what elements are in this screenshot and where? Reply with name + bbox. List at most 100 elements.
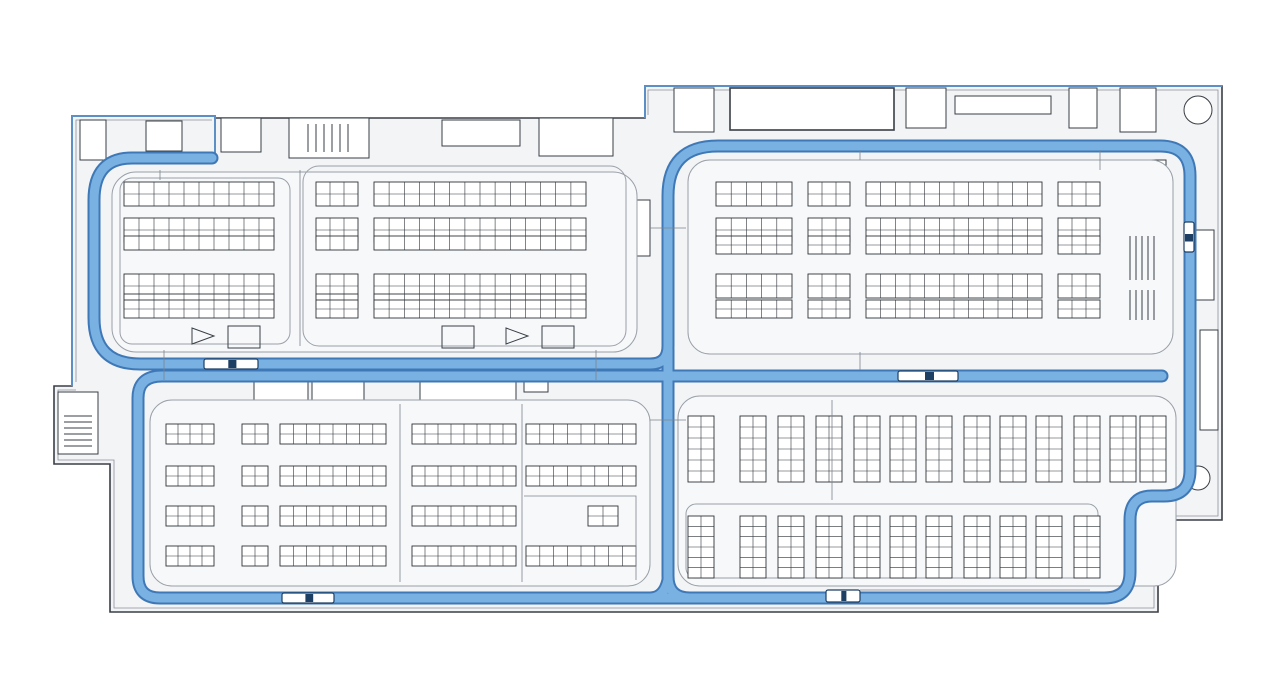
rack-se-top-4 bbox=[853, 415, 881, 483]
room-ne-office-1 bbox=[905, 87, 947, 129]
guide-lines bbox=[159, 150, 1101, 591]
room-ne-office-3 bbox=[1068, 87, 1098, 129]
rack-sw-c-3 bbox=[279, 545, 387, 567]
rack-sw-e-3 bbox=[525, 545, 637, 567]
rack-ne-a2-0 bbox=[715, 235, 793, 255]
guide-north-east bbox=[859, 150, 1101, 370]
rack-ne-b-0 bbox=[807, 181, 851, 207]
dock-marker-2 bbox=[505, 327, 530, 345]
rack-sw-d-3 bbox=[411, 545, 517, 567]
rack-se-bot-0 bbox=[687, 515, 715, 579]
room-west-2 bbox=[79, 119, 107, 161]
agv-vehicle-icon-4 bbox=[825, 589, 861, 603]
dock-marker-1 bbox=[191, 327, 216, 345]
room-ne-annex bbox=[673, 87, 715, 133]
rack-se-bot-9 bbox=[1035, 515, 1063, 579]
track-west-loop bbox=[89, 141, 1195, 603]
rack-se-top-8 bbox=[999, 415, 1027, 483]
rack-sw-b-0 bbox=[241, 423, 269, 445]
rack-sw-e-2 bbox=[587, 505, 619, 527]
guide-north-west bbox=[159, 170, 597, 380]
room-east-4 bbox=[1199, 329, 1219, 431]
rack-sw-b-2 bbox=[241, 505, 269, 527]
rack-sw-d-0 bbox=[411, 423, 517, 445]
rack-ne-b-2 bbox=[807, 273, 851, 299]
rack-ne-a2-1 bbox=[715, 299, 793, 319]
guide-south-east bbox=[831, 400, 1090, 591]
room-center-north-1 bbox=[253, 381, 309, 401]
rack-sw-a-0 bbox=[165, 423, 215, 445]
room-east-3 bbox=[1195, 229, 1215, 301]
rack-sw-e-0 bbox=[525, 423, 637, 445]
agv-vehicle-icon-1 bbox=[203, 358, 259, 370]
room-center-north-2 bbox=[311, 381, 365, 401]
rack-se-bot-5 bbox=[889, 515, 917, 579]
rack-se-top-2 bbox=[777, 415, 805, 483]
room-west-1 bbox=[57, 391, 99, 455]
room-north-store bbox=[538, 117, 614, 157]
rack-ne-d-2 bbox=[1057, 273, 1101, 299]
rack-se-top-0 bbox=[687, 415, 715, 483]
rack-nw-c-bottom bbox=[373, 299, 587, 319]
rack-layer bbox=[123, 181, 1167, 579]
room-ne-gate bbox=[729, 87, 895, 131]
rack-ne-c2-1 bbox=[865, 299, 1043, 319]
dock-box-3 bbox=[541, 325, 575, 349]
rack-se-bot-2 bbox=[777, 515, 805, 579]
rack-sw-b-3 bbox=[241, 545, 269, 567]
rack-ne-c2-0 bbox=[865, 235, 1043, 255]
rack-ne-d2-1 bbox=[1057, 299, 1101, 319]
rack-se-top-12 bbox=[1139, 415, 1167, 483]
room-center-north-4 bbox=[523, 381, 549, 393]
rack-nw-a-0 bbox=[123, 181, 275, 207]
room-nw-1 bbox=[145, 120, 183, 152]
guide-center-north bbox=[650, 227, 686, 421]
rack-se-bot-10 bbox=[1073, 515, 1101, 579]
rack-se-bot-3 bbox=[815, 515, 843, 579]
room-ne-round bbox=[1183, 95, 1213, 125]
rack-se-top-11 bbox=[1109, 415, 1137, 483]
rack-ne-d2-0 bbox=[1057, 235, 1101, 255]
agv-vehicle-layer bbox=[203, 221, 1195, 604]
room-ne-office-2 bbox=[954, 95, 1052, 115]
rack-nw-c2-0 bbox=[373, 235, 587, 251]
rack-nw-a-bottom bbox=[123, 299, 275, 319]
agv-vehicle-icon-3 bbox=[281, 592, 335, 604]
fixtures bbox=[64, 124, 1155, 447]
rack-sw-a-3 bbox=[165, 545, 215, 567]
rack-se-bot-1 bbox=[739, 515, 767, 579]
stair-lines-north bbox=[307, 124, 349, 152]
room-north-office bbox=[441, 119, 521, 147]
guide-south-west bbox=[399, 404, 637, 582]
rack-se-top-9 bbox=[1035, 415, 1063, 483]
zone-inner-north-west-b bbox=[302, 165, 627, 347]
rack-se-bot-6 bbox=[925, 515, 953, 579]
rack-sw-a-2 bbox=[165, 505, 215, 527]
stair-lines-west bbox=[64, 415, 92, 447]
rack-sw-b-1 bbox=[241, 465, 269, 487]
stair-lines-east-2 bbox=[1129, 290, 1155, 320]
rack-nw-b2-0 bbox=[315, 235, 359, 251]
rack-ne-b2-0 bbox=[807, 235, 851, 255]
rack-ne-b2-1 bbox=[807, 299, 851, 319]
rack-se-bot-4 bbox=[853, 515, 881, 579]
rack-ne-a-0 bbox=[715, 181, 793, 207]
rack-ne-c-2 bbox=[865, 273, 1043, 299]
track-south-link bbox=[645, 575, 673, 603]
rack-se-bot-7 bbox=[963, 515, 991, 579]
rack-se-top-6 bbox=[925, 415, 953, 483]
rack-ne-d-0 bbox=[1057, 181, 1101, 207]
rack-se-top-10 bbox=[1073, 415, 1101, 483]
dock-box-1 bbox=[227, 325, 261, 349]
rack-sw-a-1 bbox=[165, 465, 215, 487]
zone-inner-north-west-a bbox=[119, 177, 291, 345]
rack-ne-a-2 bbox=[715, 273, 793, 299]
rack-nw-a2-0 bbox=[123, 235, 275, 251]
rack-sw-d-2 bbox=[411, 505, 517, 527]
stair-lines-east bbox=[1129, 236, 1155, 280]
rack-se-top-1 bbox=[739, 415, 767, 483]
room-ne-office-4 bbox=[1119, 87, 1157, 133]
rack-se-top-3 bbox=[815, 415, 843, 483]
rack-se-top-5 bbox=[889, 415, 917, 483]
